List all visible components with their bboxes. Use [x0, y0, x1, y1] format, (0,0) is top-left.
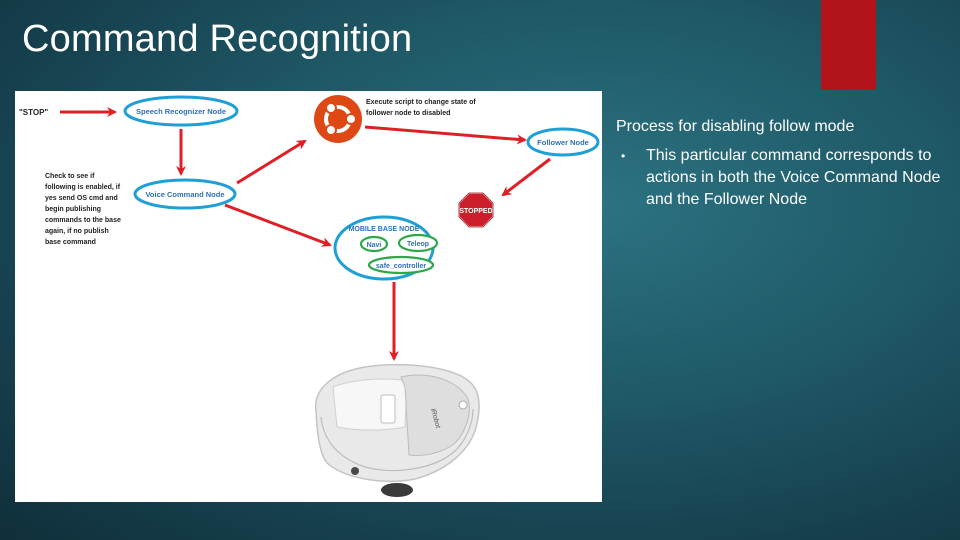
teleop-subnode	[397, 233, 439, 253]
stopped-sign-label: STOPPED	[459, 208, 492, 215]
script-note-line: follower node to disabled	[366, 110, 450, 117]
stopped-sign-icon: STOPPED	[458, 192, 494, 228]
bullet-icon: •	[621, 149, 626, 163]
process-diagram: "STOP" Speech Recognizer Node Voice Comm…	[15, 91, 602, 502]
bullet-text: This particular command corresponds to a…	[646, 147, 941, 208]
bullet-item: • This particular command corresponds to…	[616, 145, 946, 211]
check-note-line: base command	[45, 239, 96, 246]
ubuntu-icon	[314, 95, 362, 143]
follower-node	[526, 127, 600, 157]
diagram-canvas: "STOP" Speech Recognizer Node Voice Comm…	[19, 95, 600, 497]
follower-node-label: Follower Node	[537, 138, 589, 147]
slide-title: Command Recognition	[22, 18, 413, 60]
stop-command-label: "STOP"	[19, 108, 48, 117]
arrow-voice-to-ubuntu	[236, 139, 307, 185]
safe-controller-subnode	[367, 255, 435, 275]
mobile-base-label: MOBILE BASE NODE	[349, 226, 420, 233]
mobile-base-node: MOBILE BASE NODE Navi Teleop safe_contro…	[333, 215, 439, 281]
check-note-line: begin publishing	[45, 206, 101, 213]
check-note-line: following is enabled, if	[45, 184, 121, 191]
script-note: Execute script to change state of follow…	[366, 99, 478, 117]
content-panel: Process for disabling follow mode • This…	[616, 116, 946, 211]
arrow-follower-to-stopped	[501, 157, 551, 197]
navi-subnode	[359, 235, 389, 253]
safe-controller-label: safe_controller	[376, 263, 426, 270]
arrow-voice-to-base	[224, 203, 332, 247]
check-note-line: again, if no publish	[45, 228, 109, 235]
voice-command-label: Voice Command Node	[145, 190, 224, 199]
voice-command-node	[133, 178, 237, 210]
check-note-line: commands to the base	[45, 217, 121, 224]
navi-label: Navi	[367, 242, 382, 249]
robot-base-image: iRobot	[314, 363, 480, 497]
accent-tab	[821, 0, 876, 90]
check-note: Check to see if following is enabled, if…	[45, 173, 123, 246]
subheading: Process for disabling follow mode	[616, 118, 855, 135]
script-note-line: Execute script to change state of	[366, 99, 476, 106]
check-note-line: Check to see if	[45, 173, 95, 180]
teleop-label: Teleop	[407, 241, 429, 248]
speech-recognizer-node	[123, 95, 239, 127]
check-note-line: yes send OS cmd and	[45, 195, 118, 202]
arrow-ubuntu-to-follower	[364, 125, 527, 145]
speech-recognizer-label: Speech Recognizer Node	[136, 107, 226, 116]
